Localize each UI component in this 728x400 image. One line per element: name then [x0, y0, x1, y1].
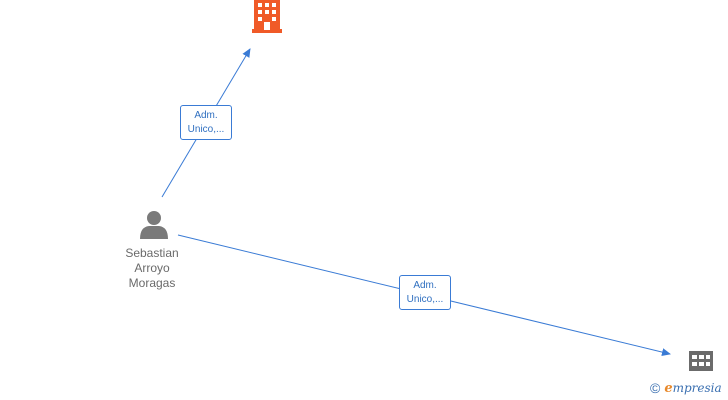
brand-initial: e	[664, 380, 673, 396]
person-icon[interactable]	[140, 211, 168, 239]
building-icon[interactable]	[252, 0, 282, 33]
edge-label-line: Unico,...	[187, 124, 225, 135]
person-name-line: Sebastian	[125, 246, 179, 260]
building-icon[interactable]	[689, 351, 713, 371]
person-name-line: Moragas	[128, 276, 176, 290]
brand-name: mpresia	[672, 381, 722, 395]
empresia-watermark: © e mpresia	[650, 380, 722, 396]
edge-label-line: Unico,...	[406, 294, 444, 305]
copyright-icon: ©	[650, 380, 661, 396]
edge-label-bottom[interactable]: Adm. Unico,...	[399, 275, 451, 310]
edge-label-line: Adm.	[194, 110, 218, 121]
person-name-line: Arroyo	[134, 261, 170, 275]
edge-label-line: Adm.	[413, 280, 437, 291]
edge-label-top[interactable]: Adm. Unico,...	[180, 105, 232, 140]
person-name[interactable]: Sebastian Arroyo Moragas	[107, 246, 197, 291]
